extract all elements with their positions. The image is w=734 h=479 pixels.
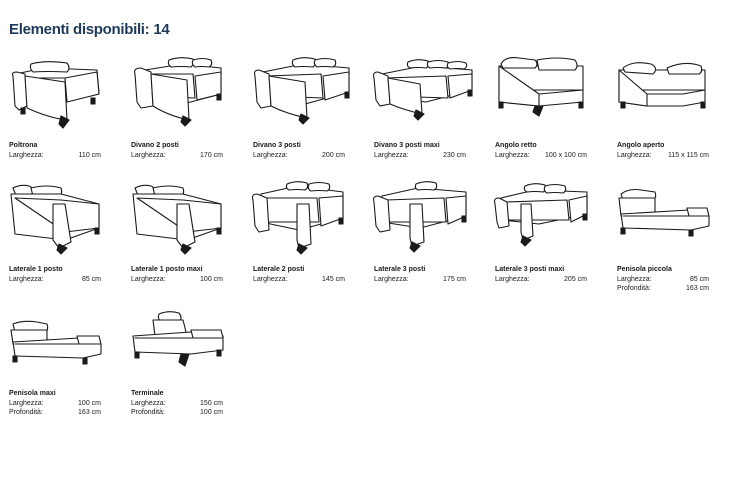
dimension-label: Profondità: xyxy=(131,409,165,416)
dimension-value: 110 cm xyxy=(78,152,101,159)
dimension-label: Larghezza: xyxy=(253,276,288,283)
side-one-seat-icon xyxy=(9,182,109,255)
item-name: Penisola piccola xyxy=(617,266,672,273)
open-angle-corner-icon xyxy=(617,58,717,124)
dimension-value: 145 cm xyxy=(322,276,345,283)
item-name: Terminale xyxy=(131,390,164,397)
terminal-element-icon xyxy=(131,308,231,374)
dimension-value: 163 cm xyxy=(78,409,101,416)
dimension-value: 85 cm xyxy=(689,276,709,283)
dimension-label: Larghezza: xyxy=(253,152,288,159)
dimension-value: 85 cm xyxy=(81,276,101,283)
dimension-label: Profondità: xyxy=(617,285,651,292)
dimension-label: Larghezza: xyxy=(374,152,409,159)
item-name: Divano 3 posti maxi xyxy=(374,142,440,149)
dimension-value: 230 cm xyxy=(443,152,466,159)
dimension-label: Larghezza: xyxy=(495,276,530,283)
item-name: Angolo retto xyxy=(495,142,537,149)
armchair-icon xyxy=(9,58,109,129)
dimension-label: Larghezza: xyxy=(9,400,44,407)
dimension-value: 115 x 115 cm xyxy=(668,152,709,159)
dimension-value: 163 cm xyxy=(686,285,709,292)
side-one-seat-maxi-icon xyxy=(131,182,231,255)
dimension-value: 200 cm xyxy=(322,152,345,159)
dimension-label: Larghezza: xyxy=(9,152,44,159)
dimension-value: 175 cm xyxy=(443,276,466,283)
side-three-seat-icon xyxy=(372,181,474,253)
dimension-value: 100 cm xyxy=(200,276,223,283)
dimension-label: Larghezza: xyxy=(374,276,409,283)
right-angle-corner-icon xyxy=(495,54,595,120)
item-name: Laterale 1 posto maxi xyxy=(131,266,203,273)
dimension-label: Larghezza: xyxy=(495,152,530,159)
page-title: Elementi disponibili:14 xyxy=(9,21,173,38)
item-name: Laterale 3 posti xyxy=(374,266,426,273)
small-chaise-icon xyxy=(617,186,717,252)
dimension-label: Larghezza: xyxy=(131,152,166,159)
dimension-label: Larghezza: xyxy=(131,400,166,407)
three-seat-sofa-icon xyxy=(253,54,353,125)
dimension-value: 100 x 100 cm xyxy=(544,152,587,159)
dimension-label: Larghezza: xyxy=(9,276,44,283)
dimension-label: Profondità: xyxy=(9,409,43,416)
item-name: Angolo aperto xyxy=(617,142,665,149)
item-name: Laterale 3 posti maxi xyxy=(495,266,565,273)
maxi-chaise-icon xyxy=(9,318,109,384)
dimension-label: Larghezza: xyxy=(131,276,166,283)
side-three-seat-maxi-icon xyxy=(493,182,595,248)
element-count: 14 xyxy=(153,21,170,38)
dimension-value: 170 cm xyxy=(200,152,223,159)
dimension-value: 150 cm xyxy=(200,400,223,407)
item-name: Poltrona xyxy=(9,142,38,149)
item-name: Laterale 1 posto xyxy=(9,266,63,273)
item-name: Divano 3 posti xyxy=(253,142,301,149)
item-name: Laterale 2 posti xyxy=(253,266,305,273)
dimension-value: 100 cm xyxy=(200,409,223,416)
dimension-label: Larghezza: xyxy=(617,152,652,159)
three-seat-maxi-sofa-icon xyxy=(372,54,474,121)
side-two-seat-icon xyxy=(251,181,353,255)
two-seat-sofa-icon xyxy=(131,54,231,127)
dimension-value: 100 cm xyxy=(78,400,101,407)
item-name: Divano 2 posti xyxy=(131,142,179,149)
dimension-value: 205 cm xyxy=(564,276,587,283)
item-name: Penisola maxi xyxy=(9,390,56,397)
dimension-label: Larghezza: xyxy=(617,276,652,283)
title-label: Elementi disponibili: xyxy=(9,21,150,38)
